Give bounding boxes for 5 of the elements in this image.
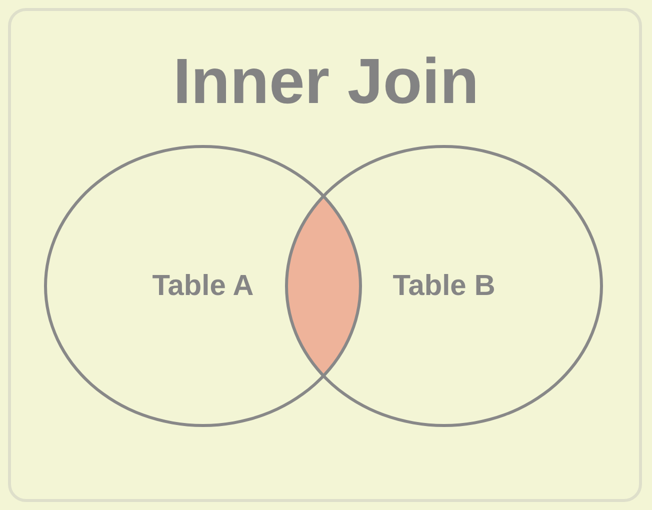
intersection-region — [286, 196, 360, 376]
set-label: Table B — [392, 269, 496, 303]
set-label: Table A — [152, 269, 254, 303]
set-circle — [285, 145, 603, 427]
title: Inner Join — [173, 44, 479, 119]
